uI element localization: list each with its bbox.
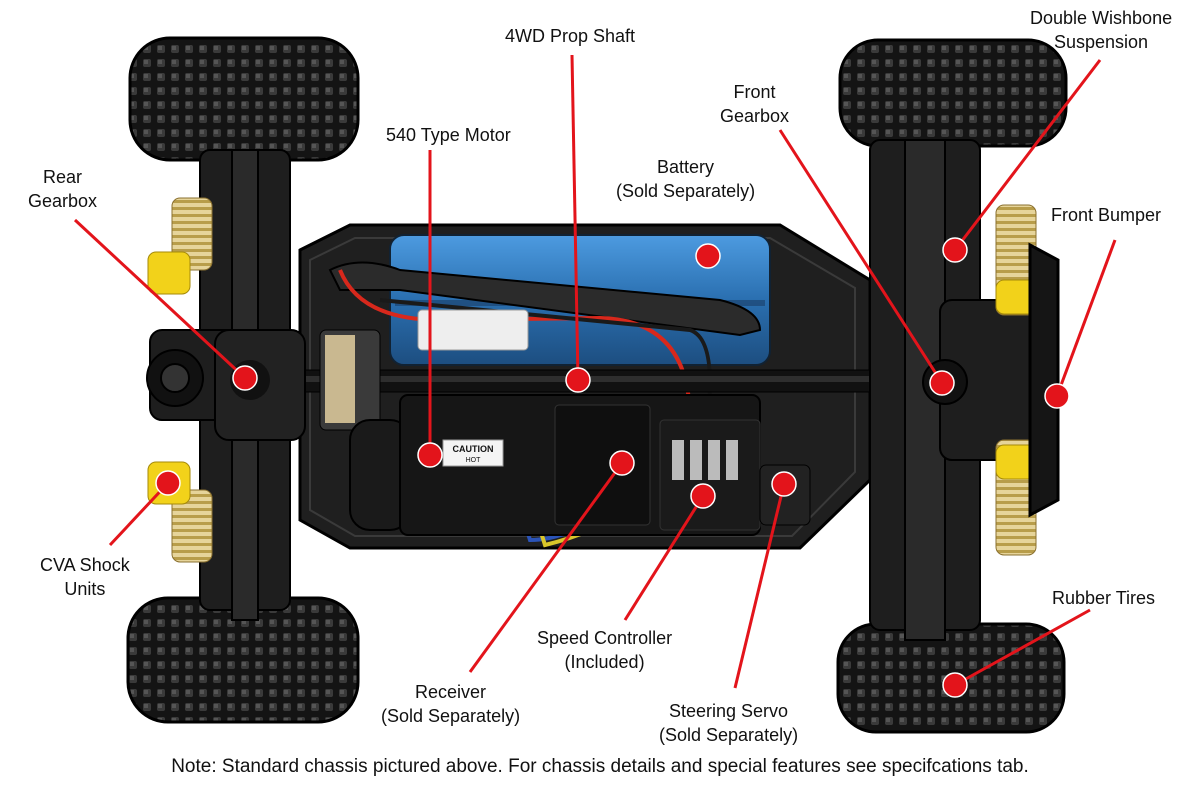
leader-steering-servo — [733, 483, 786, 689]
dot-front-bumper — [1044, 383, 1070, 409]
label-steering-servo: Steering Servo (Sold Separately) — [659, 699, 798, 747]
dot-speed-controller — [690, 483, 716, 509]
label-front-gearbox-line1: Front — [733, 82, 776, 102]
footnote: Note: Standard chassis pictured above. F… — [171, 756, 1029, 777]
front-shock-top — [995, 204, 1039, 316]
leader-speed-controller — [623, 495, 705, 621]
rear-gearbox — [214, 329, 306, 441]
rear-shock-bottom — [147, 461, 213, 563]
leader-rubber-tires — [954, 608, 1091, 687]
label-cva-shock-line1: CVA Shock — [40, 555, 130, 575]
leader-receiver — [468, 462, 624, 673]
rear-left-tire — [128, 36, 360, 162]
label-receiver-line1: Receiver — [415, 682, 487, 702]
leader-double-wishbone — [953, 59, 1102, 251]
dot-steering-servo — [771, 471, 797, 497]
label-receiver-line2: (Sold Separately) — [381, 706, 521, 726]
label-front-bumper: Front Bumper — [1051, 203, 1161, 227]
front-bumper — [1028, 242, 1060, 518]
label-rear-gearbox: Rear Gearbox — [28, 165, 97, 213]
caution-sticker-text: CAUTION — [453, 444, 494, 454]
label-prop-shaft-line1: 4WD Prop Shaft — [505, 26, 636, 46]
label-prop-shaft: 4WD Prop Shaft — [505, 24, 635, 48]
front-shock-bottom — [995, 439, 1039, 556]
caution-sticker: CAUTION HOT — [442, 439, 504, 467]
label-double-wishbone: Double Wishbone Suspension — [1030, 6, 1172, 54]
motor — [319, 329, 411, 531]
prop-shaft — [289, 369, 911, 393]
dot-prop-shaft — [565, 367, 591, 393]
battery-strap — [328, 261, 762, 337]
leader-lines — [73, 54, 1117, 689]
label-speed-controller-line2: (Included) — [564, 652, 645, 672]
label-battery: Battery (Sold Separately) — [616, 155, 755, 203]
dot-rubber-tires — [942, 672, 968, 698]
label-cva-shock: CVA Shock Units — [40, 553, 130, 601]
label-speed-controller: Speed Controller (Included) — [537, 626, 672, 674]
leader-front-gearbox — [778, 129, 944, 384]
label-battery-line1: Battery — [657, 157, 715, 177]
label-rubber-tires-line1: Rubber Tires — [1052, 588, 1156, 608]
receiver-unit — [554, 404, 651, 526]
label-receiver: Receiver (Sold Separately) — [381, 680, 520, 728]
dot-battery — [695, 243, 721, 269]
dot-cva-shock — [155, 470, 181, 496]
leader-rear-gearbox — [73, 218, 247, 380]
label-motor-line1: 540 Type Motor — [386, 125, 511, 145]
leader-cva-shock — [108, 481, 170, 547]
dot-rear-gearbox — [232, 365, 258, 391]
label-steering-servo-line1: Steering Servo — [669, 701, 789, 721]
label-rubber-tires: Rubber Tires — [1052, 586, 1155, 610]
label-front-gearbox: Front Gearbox — [720, 80, 789, 128]
label-rear-gearbox-line2: Gearbox — [28, 191, 98, 211]
label-cva-shock-line2: Units — [64, 579, 106, 599]
caution-sticker-small-text: HOT — [466, 457, 482, 464]
leader-front-bumper — [1055, 239, 1117, 397]
dot-motor — [417, 442, 443, 468]
label-double-wishbone-line1: Double Wishbone — [1030, 8, 1173, 28]
front-left-tire — [838, 38, 1068, 148]
label-double-wishbone-line2: Suspension — [1054, 32, 1149, 52]
dot-receiver — [609, 450, 635, 476]
dot-front-gearbox — [929, 370, 955, 396]
rear-shock-top — [147, 197, 213, 295]
label-motor: 540 Type Motor — [386, 123, 511, 147]
label-rear-gearbox-line1: Rear — [43, 167, 83, 187]
label-steering-servo-line2: (Sold Separately) — [659, 725, 799, 745]
dot-double-wishbone — [942, 237, 968, 263]
speed-controller-unit — [659, 419, 761, 531]
label-speed-controller-line1: Speed Controller — [537, 628, 673, 648]
label-battery-line2: (Sold Separately) — [616, 181, 756, 201]
label-front-bumper-line1: Front Bumper — [1051, 205, 1162, 225]
leader-prop-shaft — [570, 54, 580, 381]
label-front-gearbox-line2: Gearbox — [720, 106, 790, 126]
callout-dots — [155, 237, 1070, 698]
battery-connector — [417, 309, 529, 351]
